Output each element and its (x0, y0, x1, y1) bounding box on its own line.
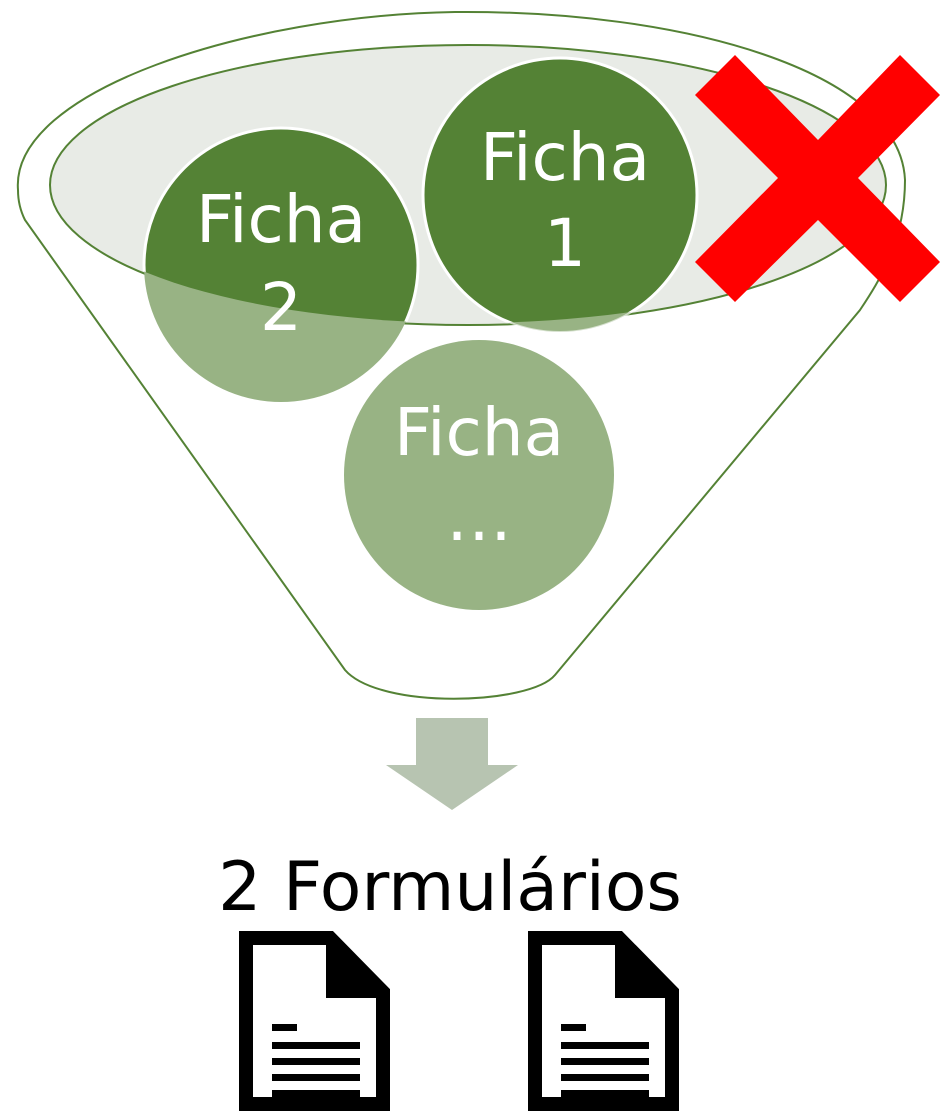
circle-bottom (344, 340, 614, 610)
circle-3-line1: Ficha (394, 394, 564, 471)
circle-1-line2: 1 (544, 205, 586, 282)
result-label: 2 Formulários (218, 848, 682, 927)
circle-2-line2: 2 (260, 269, 302, 346)
circle-1-line1: Ficha (480, 119, 650, 196)
circle-2-line1: Ficha (196, 181, 366, 258)
document-icon (239, 931, 390, 1111)
circle-3-line2: … (446, 479, 512, 556)
document-icon (528, 931, 679, 1111)
red-x-icon (695, 55, 940, 302)
down-arrow-icon (386, 718, 518, 810)
